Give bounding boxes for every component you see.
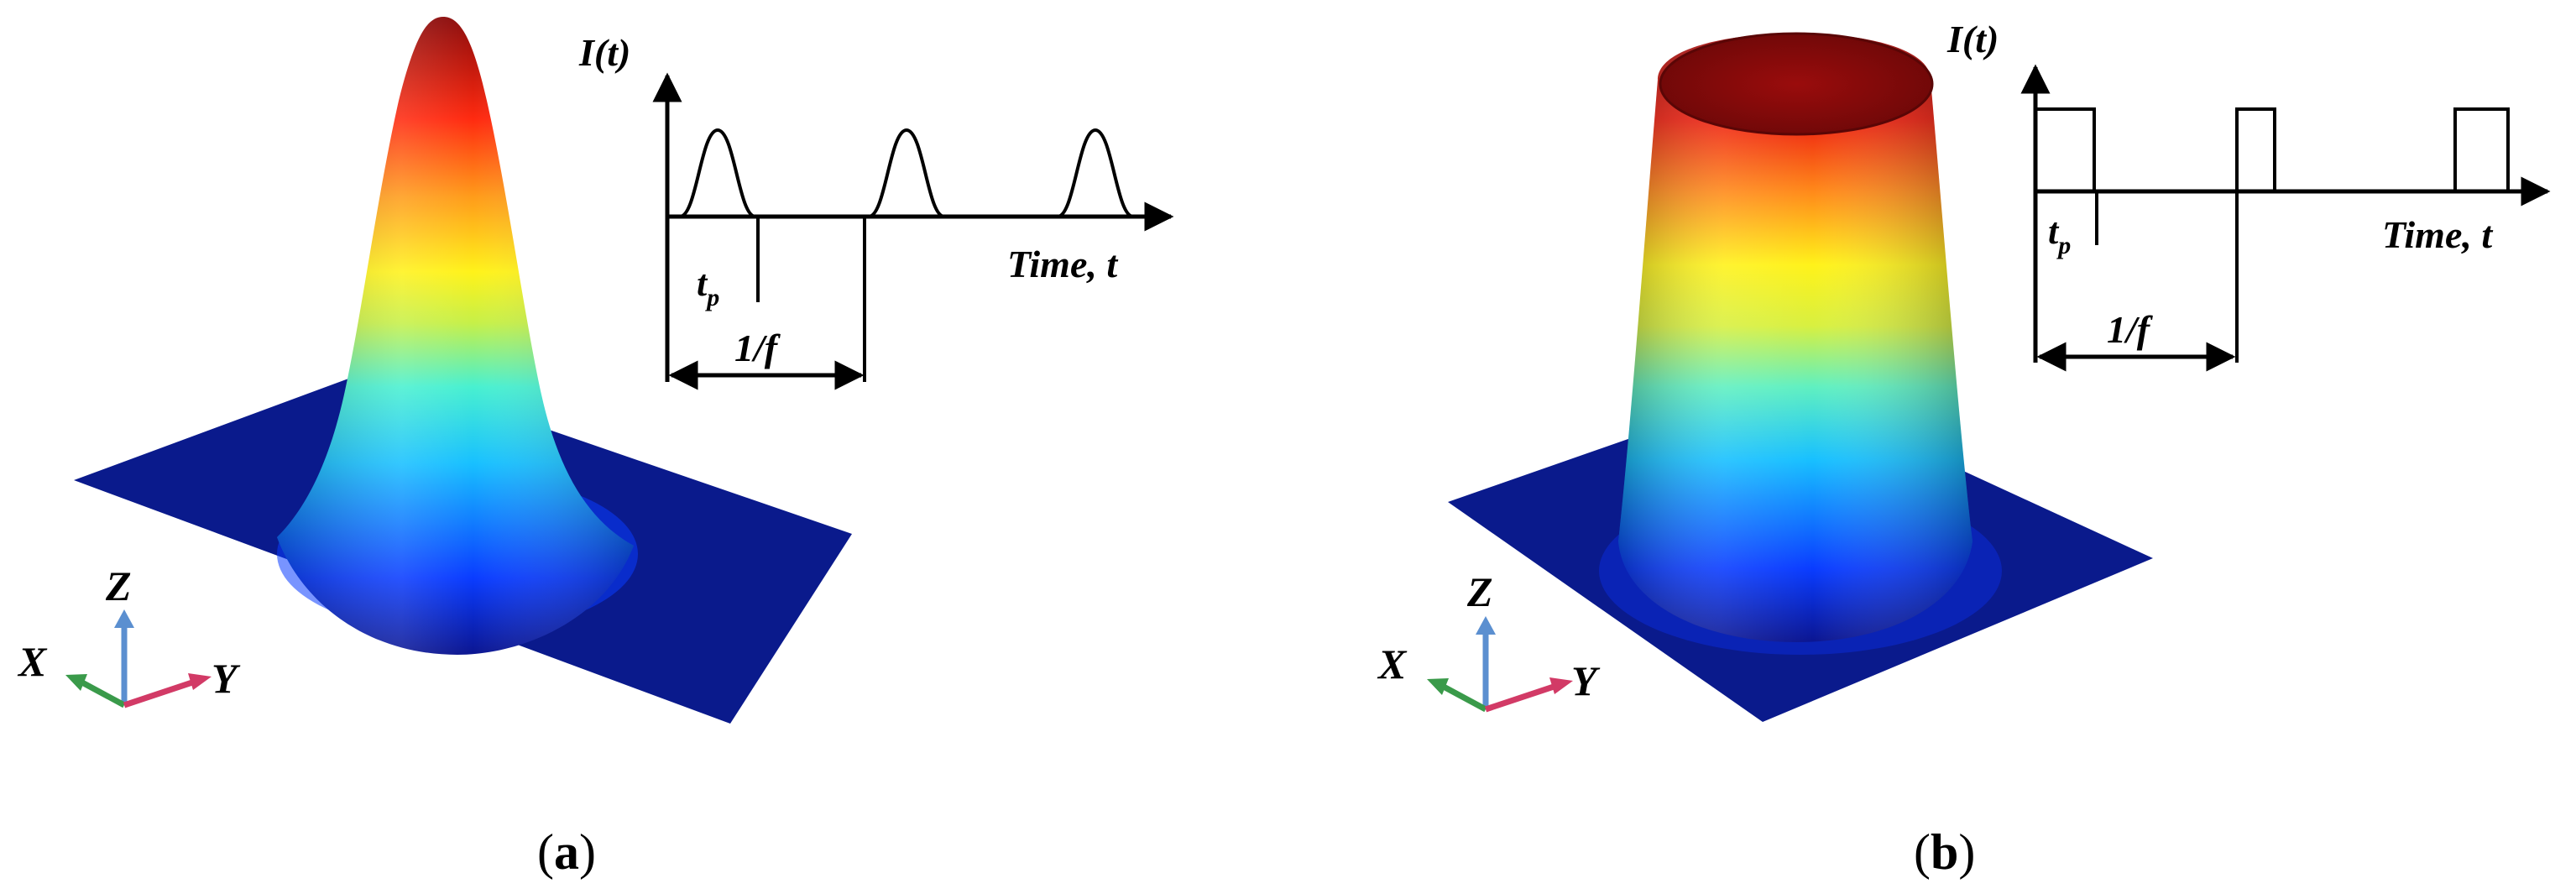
time-label: Time, t — [2382, 213, 2493, 256]
pulse-timing-diagram: I(t) Time, t tp 1/f — [1946, 18, 2551, 372]
pulse-width-label: tp — [2048, 211, 2071, 259]
axis-y-label: Y — [1571, 657, 1601, 704]
axis-x-head — [65, 674, 87, 691]
axis-z-head — [114, 609, 134, 628]
axis-z-label: Z — [105, 562, 132, 609]
panel-a: I(t) Time, t tp 1/f Z X Y (a) — [17, 17, 1174, 880]
axes-triad: Z X Y — [17, 562, 241, 708]
axis-y-label: Y — [212, 655, 241, 702]
top-hat-shading — [1618, 34, 1972, 642]
pulse-width-label: tp — [697, 263, 719, 311]
axis-x-label: X — [17, 638, 48, 685]
gaussian-beam-surface — [74, 17, 852, 724]
top-hat-beam-surface — [1448, 32, 2153, 722]
axis-x-head — [1427, 678, 1449, 695]
period-label: 1/f — [2107, 308, 2154, 351]
intensity-label: I(t) — [1946, 18, 1999, 60]
axis-z-head — [1476, 616, 1496, 635]
axis-x-arrow — [1440, 682, 1487, 713]
gaussian-peak-shading — [277, 17, 634, 655]
axis-x-arrow — [79, 678, 126, 708]
gaussian-pulse-train — [667, 128, 1134, 218]
axis-x-label: X — [1377, 640, 1408, 687]
intensity-label: I(t) — [578, 31, 630, 74]
axis-y-head — [1549, 677, 1573, 694]
axes-triad: Z X Y — [1377, 568, 1601, 713]
period-label: 1/f — [734, 327, 781, 369]
panel-b: I(t) Time, t tp 1/f Z X Y (b) — [1377, 18, 2551, 880]
pulse-timing-diagram: I(t) Time, t tp 1/f — [578, 31, 1174, 390]
axis-y-arrow — [123, 678, 196, 708]
axis-z-label: Z — [1466, 568, 1493, 615]
caption-b: (b) — [1914, 824, 1975, 880]
caption-a: (a) — [537, 824, 596, 880]
rectangular-pulse-train — [2034, 107, 2510, 193]
time-label: Time, t — [1007, 243, 1118, 285]
top-hat-cap — [1659, 32, 1934, 136]
axis-y-arrow — [1484, 682, 1558, 713]
axis-y-head — [188, 673, 212, 690]
